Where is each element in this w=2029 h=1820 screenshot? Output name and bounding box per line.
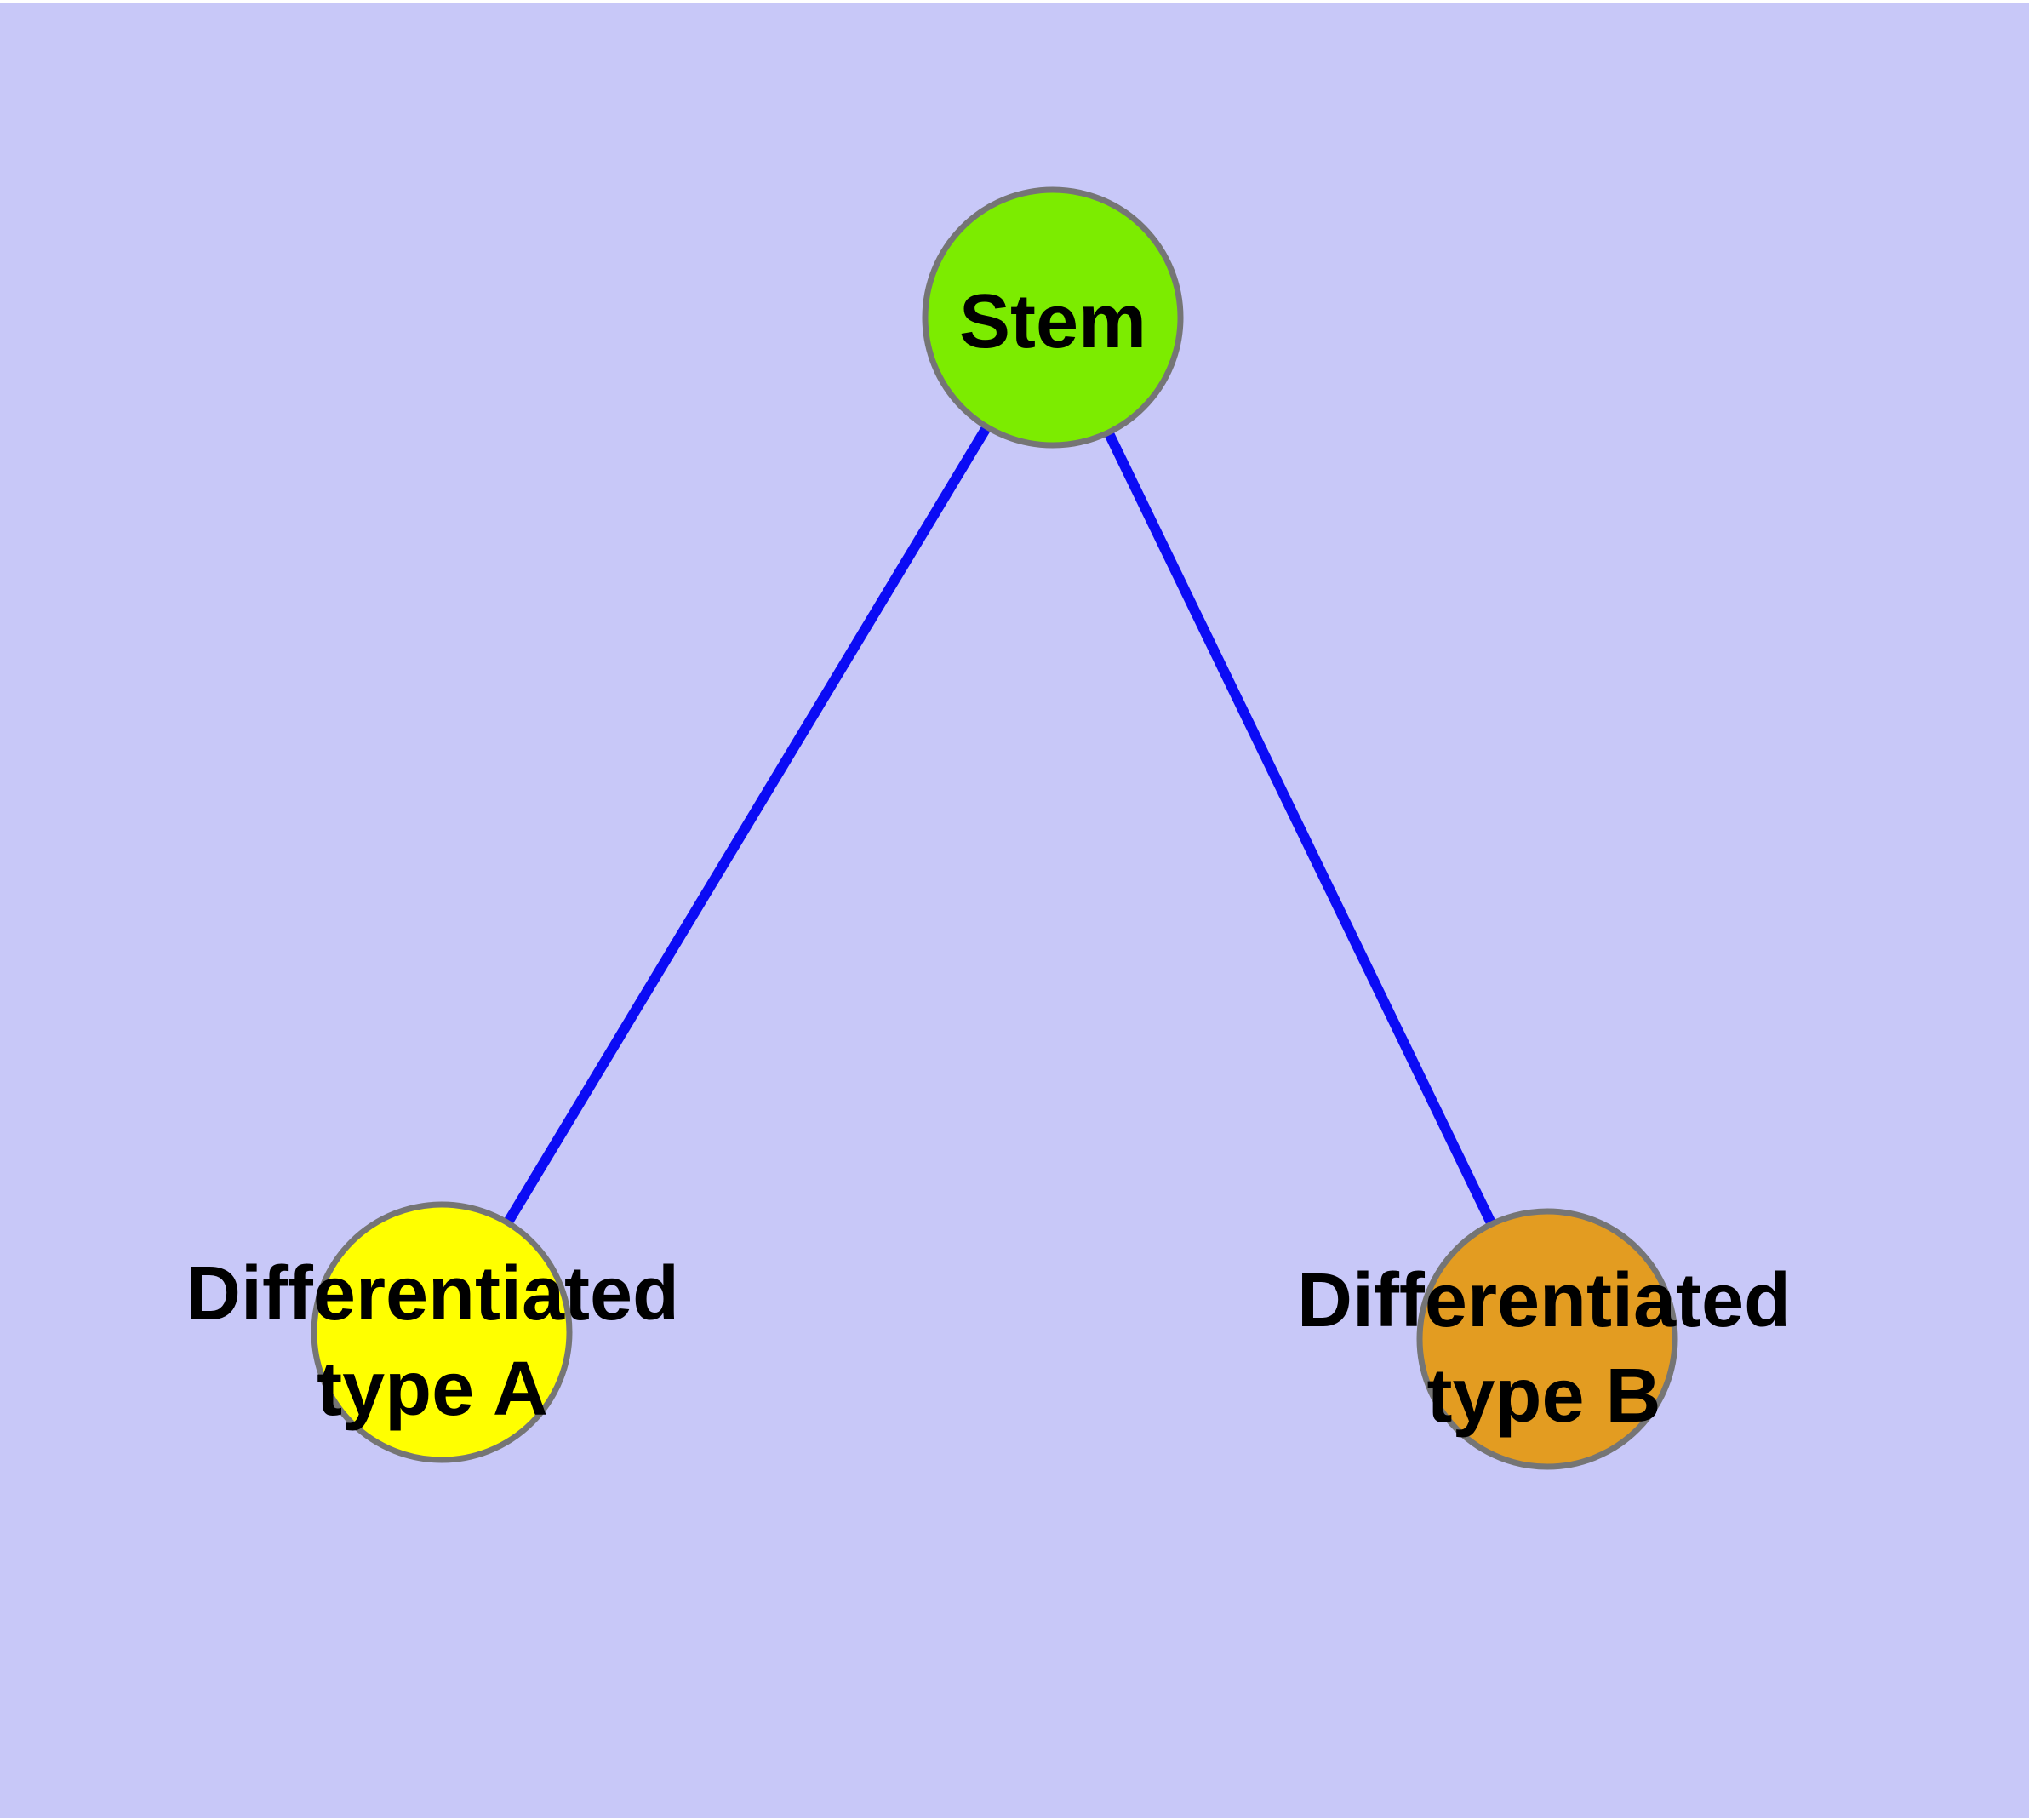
- node-differentiated-type-a[interactable]: [311, 1201, 573, 1463]
- edge-stem-to-type-b: [1048, 315, 1552, 1342]
- node-type-b-label-line1: Differentiated: [1297, 1258, 1791, 1343]
- node-type-a-label-line1: Differentiated: [186, 1251, 679, 1336]
- node-type-a-label-line2: type A: [317, 1347, 548, 1432]
- node-differentiated-type-b[interactable]: [1416, 1208, 1678, 1470]
- node-type-b-label-line2: type B: [1426, 1354, 1660, 1439]
- node-stem-label: Stem: [959, 279, 1146, 364]
- node-stem[interactable]: [922, 186, 1184, 449]
- edge-stem-to-type-a: [437, 314, 1058, 1336]
